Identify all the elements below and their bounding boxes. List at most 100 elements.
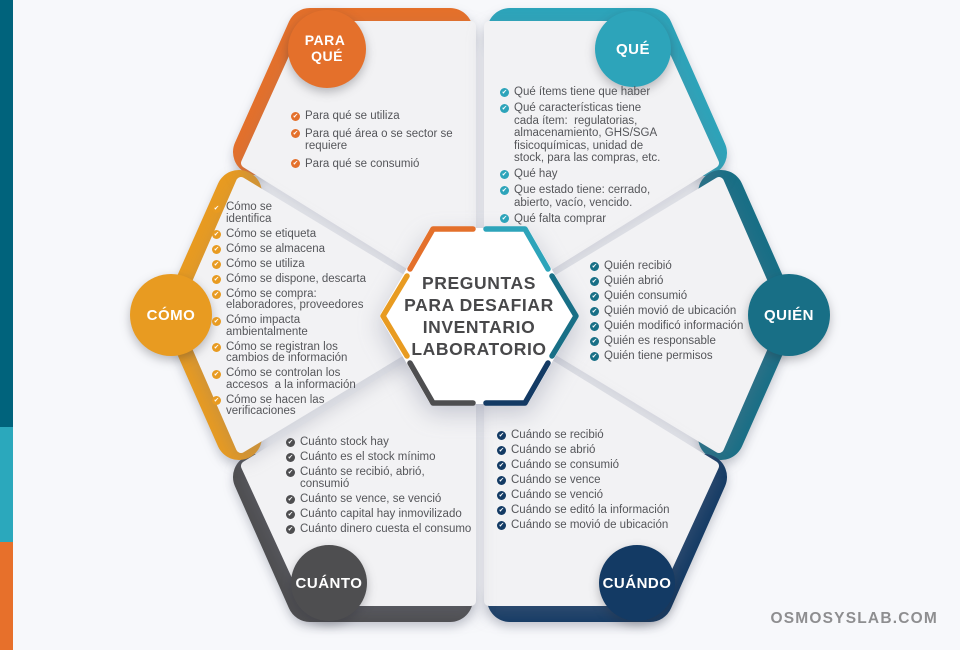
label-quien: QUIÉN (764, 307, 814, 324)
list-item: ✔Qué ítems tiene que haber (500, 86, 660, 99)
check-icon: ✔ (286, 467, 295, 477)
check-icon: ✔ (212, 245, 221, 254)
list-item: ✔Cuánto se vence, se venció (286, 493, 471, 505)
list-item-text: Qué falta comprar (514, 212, 607, 225)
brand-text: OSMOSYSLAB.COM (770, 610, 938, 627)
list-item-text: Quién tiene permisos (604, 350, 713, 362)
check-icon: ✔ (212, 203, 221, 213)
list-item: ✔ Cuándo se abrió (497, 444, 670, 456)
check-icon: ✔ (291, 159, 300, 168)
check-icon: ✔ (212, 275, 221, 284)
list-item-text: Que estado tiene: cerrado,abierto, vacío… (514, 184, 651, 209)
check-icon: ✔ (497, 505, 506, 515)
list-item: ✔Cómo se compra:elaboradores, proveedore… (212, 287, 366, 312)
check-icon: ✔ (291, 111, 300, 121)
list-item-text: Cómo se etiqueta (226, 227, 317, 240)
check-icon: ✔ (291, 129, 300, 138)
left-bar-teal (0, 427, 13, 542)
list-item-text: Cuándo se editó la información (511, 504, 670, 516)
panel-que (484, 21, 719, 308)
center-border-cuando (483, 360, 551, 406)
check-icon: ✔ (212, 230, 221, 239)
check-icon: ✔ (497, 520, 506, 530)
panel-para-que (241, 21, 476, 308)
list-item: ✔ Cómo se almacena (212, 242, 366, 256)
check-icon: ✔ (500, 169, 509, 179)
list-item: ✔ Cuánto es el stock mínimo (286, 451, 471, 463)
list-item: ✔ Quién es responsable (590, 335, 743, 347)
list-item: ✔Cuándo se venció (497, 489, 670, 501)
center-title: PREGUNTAS PARA DESAFIAR INVENTARIO LABOR… (404, 273, 554, 359)
list-item-text: Cuándo se movió de ubicación (511, 519, 669, 531)
center-hexagon (380, 228, 578, 404)
check-icon: ✔ (500, 185, 509, 195)
list-item: ✔Cuándo se consumió (497, 459, 670, 471)
list-item-text: Quién abrió (604, 275, 664, 287)
list-item-text: Quién es responsable (604, 335, 716, 347)
left-bar-dark-teal (0, 0, 13, 427)
check-icon: ✔ (286, 494, 295, 504)
list-item-text: Cuándo se recibió (511, 429, 604, 441)
center-border-quien (549, 273, 579, 359)
list-item-text: Cómo se compra:elaboradores, proveedores (226, 287, 364, 311)
check-icon: ✔ (590, 336, 599, 346)
list-cuanto: ✔Cuánto stock hay✔Cuánto es el stock mín… (286, 436, 471, 538)
check-icon: ✔ (212, 343, 221, 352)
check-icon: ✔ (497, 430, 506, 440)
list-item: ✔Qué hay (500, 168, 660, 181)
list-item: ✔Quién tiene permisos (590, 350, 743, 362)
panel-quien (494, 177, 782, 453)
left-bar-orange (0, 542, 13, 650)
list-item-text: Cuándo se abrió (511, 444, 596, 456)
check-icon: ✔ (212, 369, 221, 379)
list-para-que: ✔Para qué se utiliza✔Para qué área o se … (291, 110, 453, 175)
list-quien: ✔Quién recibió✔Quién abrió✔Quién consumi… (590, 260, 743, 365)
check-icon: ✔ (497, 445, 506, 455)
center-border-como (380, 273, 410, 359)
label-cuanto: CUÁNTO (296, 575, 363, 592)
label-para-que: PARA QUÉ (305, 32, 350, 64)
list-item: ✔ Cuándo se movió de ubicación (497, 519, 670, 531)
list-item-text: Cómo se utiliza (226, 257, 305, 270)
list-item: ✔ Cómo se etiqueta (212, 227, 366, 241)
list-item: ✔Quién abrió (590, 275, 743, 287)
list-item-text: Quién consumió (604, 290, 688, 302)
check-icon: ✔ (286, 524, 295, 534)
check-icon: ✔ (500, 214, 509, 223)
list-item-text: Cuánto es el stock mínimo (300, 451, 436, 463)
center-title-line2: PARA DESAFIAR (404, 295, 554, 315)
check-icon: ✔ (590, 291, 599, 301)
list-item-text: Para qué se consumió (305, 157, 420, 170)
list-item: ✔ Cuándo se editó la información (497, 504, 670, 516)
check-icon: ✔ (497, 460, 506, 470)
check-icon: ✔ (500, 87, 509, 97)
list-item-text: Cómo se almacena (226, 242, 326, 255)
panel-cuando (484, 322, 719, 606)
check-icon: ✔ (286, 437, 295, 447)
list-item: ✔ Quién consumió (590, 290, 743, 302)
list-item: ✔ Que estado tiene: cerrado,abierto, vací… (500, 184, 660, 209)
list-item: ✔ Cómo se utiliza (212, 257, 366, 271)
list-item-text: Cuánto capital hay inmovilizado (300, 508, 462, 520)
check-icon: ✔ (286, 452, 295, 462)
center-border-para-que (407, 226, 476, 272)
check-icon: ✔ (497, 490, 506, 500)
list-item: ✔Cuándo se vence (497, 474, 670, 486)
check-icon: ✔ (212, 260, 221, 269)
circle-cuando (599, 545, 675, 621)
list-item: ✔ Para qué se consumió (291, 158, 453, 171)
circle-cuanto (291, 545, 367, 621)
list-item-text: Quién modificó información (604, 320, 744, 332)
check-icon: ✔ (500, 103, 509, 113)
center-border-cuanto (407, 360, 476, 406)
list-que: ✔Qué ítems tiene que haber✔Qué caracterí… (500, 86, 660, 229)
center-title-line1: PREGUNTAS (422, 273, 536, 293)
list-item: ✔Cuánto se recibió, abrió,consumió (286, 466, 471, 490)
